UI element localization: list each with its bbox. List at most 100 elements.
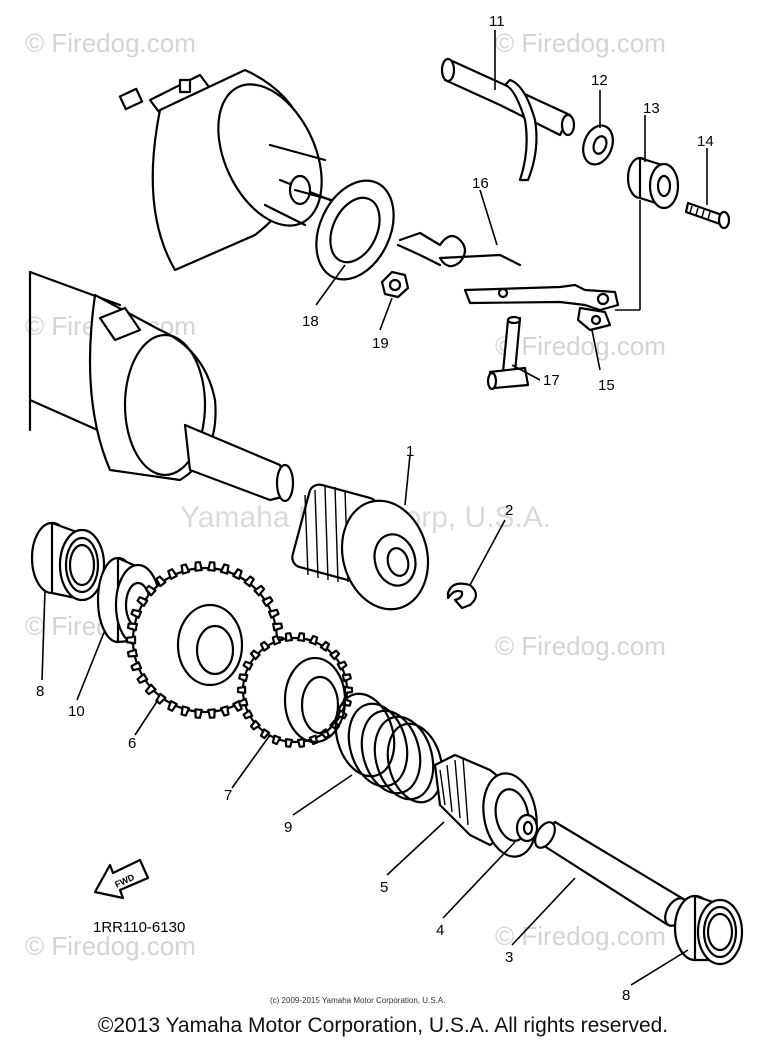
gear-tooth [194,708,203,719]
gear-tooth [242,709,254,720]
gear-tooth [219,563,230,575]
gear-tooth [243,575,255,588]
gear-tooth [144,584,157,597]
gear-tooth [130,661,143,672]
gear-tooth [238,673,249,683]
part-1-clutch-gear [291,483,430,611]
label-19: 19 [372,335,389,352]
gear-tooth [238,697,249,707]
gear-tooth [232,568,243,580]
gear-tooth [272,622,284,632]
part-5-sleeve-gear [433,753,538,858]
part-7-idle-gear [236,632,354,748]
label-17: 17 [543,372,560,389]
gear-tooth [194,561,203,572]
gear-tooth [284,738,294,748]
gear-tooth [296,738,306,748]
label-15: 15 [598,377,615,394]
gear-tooth [253,584,266,597]
label-2: 2 [505,502,513,519]
gear-tooth [219,705,230,717]
part-3-shaft [534,820,688,927]
part-17-pivot-bolt [486,315,530,391]
gear-tooth [308,634,319,646]
part-18-starter-relay [118,68,395,281]
label-9: 9 [284,819,292,836]
watermark-bottom-left: © Firedog.com [25,931,196,961]
gear-tooth [249,649,261,661]
part-11-lever-shaft [440,57,576,182]
gear-tooth [236,685,247,695]
gear-tooth [125,635,137,645]
part-12-collar [582,124,614,166]
part-16-spring [396,231,522,268]
part-8-bearing-right [673,894,744,966]
part-8-bearing-left [30,521,106,602]
diagram-code: 1RR110-6130 [93,919,185,936]
gear-tooth [329,649,341,661]
watermark-top-right: © Firedog.com [495,28,666,58]
label-12: 12 [591,72,608,89]
gear-tooth [180,705,191,717]
gear-tooth [207,561,216,572]
part-9-compression-spring [334,692,444,804]
gear-tooth [180,563,191,575]
gear-tooth [259,728,271,740]
gear-tooth [167,700,178,712]
part-2-circlip [446,582,478,610]
gear-tooth [249,719,261,731]
starter-motor [28,270,295,503]
gear-tooth [126,648,138,658]
gear-tooth [130,608,143,619]
label-16: 16 [472,175,489,192]
footer-copyright: ©2013 Yamaha Motor Corporation, U.S.A. A… [97,1014,669,1037]
label-7: 7 [224,787,232,804]
gear-tooth [136,596,149,608]
gear-tooth [296,632,306,642]
label-10: 10 [68,703,85,720]
gear-tooth [261,596,274,608]
label-14: 14 [697,133,714,150]
label-18: 18 [302,313,319,330]
gear-tooth [267,608,280,619]
label-8-left: 8 [36,683,44,700]
gear-tooth [343,685,354,695]
label-11: 11 [489,13,505,30]
gear-tooth [271,734,282,746]
gear-tooth [155,692,167,705]
watermark-low-right: © Firedog.com [495,631,666,661]
part-labels: 11 12 13 14 16 18 19 17 15 1 2 8 10 6 7 … [36,13,714,1004]
leader-lines [41,30,708,986]
label-5: 5 [380,879,388,896]
label-4: 4 [436,922,444,939]
gear-tooth [319,640,331,652]
part-13-bushing [626,156,680,210]
gear-tooth [167,568,178,580]
gear-tooth [259,640,271,652]
small-copyright: (c) 2009-2015 Yamaha Motor Corporation, … [270,996,445,1005]
gear-tooth [341,673,352,683]
part-15-lever-plate [463,283,620,332]
watermark-mid-right: © Firedog.com [495,331,666,361]
label-6: 6 [128,735,136,752]
part-19-nut [380,270,410,299]
watermark-bottom-right: © Firedog.com [495,921,666,951]
gear-tooth [242,660,254,671]
watermark-top-left: © Firedog.com [25,28,196,58]
part-14-bolt [684,201,731,230]
gear-tooth [271,634,282,646]
gear-tooth [284,632,294,642]
label-3: 3 [505,949,513,966]
gear-tooth [207,708,216,719]
gear-tooth [126,622,138,632]
gear-tooth [155,575,167,588]
gear-tooth [144,683,157,696]
part-4-small-washer [515,813,539,843]
gear-tooth [336,660,348,671]
gear-tooth [136,672,149,684]
label-13: 13 [643,100,660,117]
label-8-right: 8 [622,987,630,1004]
label-1: 1 [406,443,414,460]
fwd-arrow: FWD [93,858,150,900]
